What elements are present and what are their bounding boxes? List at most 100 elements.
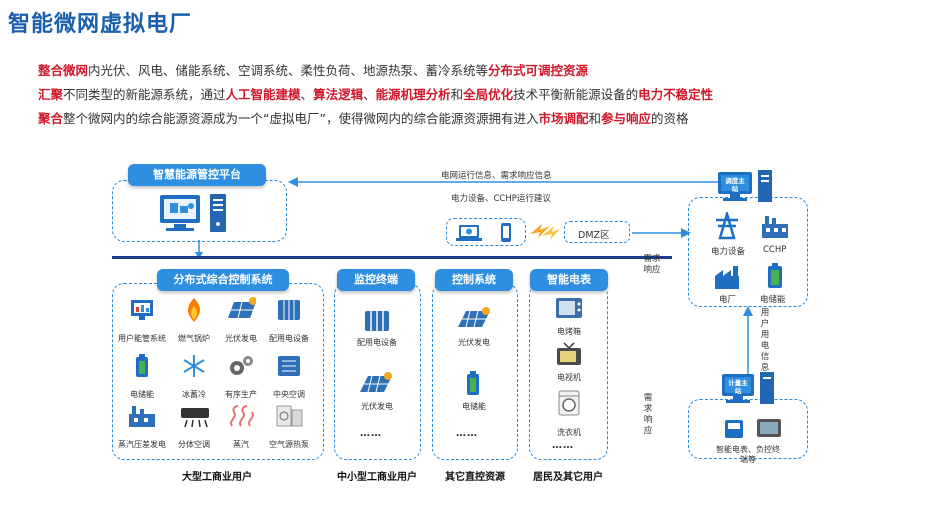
distribution-equipment-icon [365, 311, 389, 331]
distributed-item: 配用电设备 [269, 334, 309, 343]
gears-icon [230, 356, 253, 375]
intro-segment: 参与响应 [601, 111, 652, 126]
heat-pump-icon [276, 405, 303, 427]
demand-response-bottom-label: 需求响应 [643, 393, 653, 436]
power-plant-icon [715, 266, 739, 289]
dispatch-station-label: 调度主站 [725, 177, 745, 193]
intro-segment: 、 [300, 87, 314, 102]
meter-item-2: 洗衣机 [557, 428, 581, 437]
intro-segment: 不同类型的新能源系统，通过 [63, 87, 226, 102]
demand-response-top-label: 需求响应 [643, 254, 661, 275]
metering-station-label: 计量主站 [728, 379, 748, 395]
solar-panel-icon [458, 307, 490, 328]
platform-label: 智慧能源管控平台 [128, 164, 266, 186]
metering-box [688, 399, 808, 459]
meter-dots: …… [552, 440, 574, 451]
dispatch-item-2: 电厂 [719, 295, 737, 305]
distributed-item: 有序生产 [225, 390, 257, 399]
intro-segment: 技术平衡新能源设备的 [513, 87, 639, 102]
control-item-1: 电储能 [462, 402, 486, 411]
metering-caption: 智能电表、负控终端等 [716, 445, 780, 464]
intro-line-3: 聚合整个微网内的综合能源资源成为一个“虚拟电厂”，使得微网内的综合能源资源拥有进… [38, 108, 689, 127]
meter-footer: 居民及其它用户 [533, 472, 603, 483]
dispatch-item-0: 电力设备 [711, 247, 746, 257]
dmz-box [564, 221, 630, 243]
distributed-item: 空气源热泵 [269, 440, 309, 449]
battery-icon [467, 371, 479, 395]
meter-item-0: 电烤箱 [557, 327, 581, 336]
distributed-item: 蒸汽 [233, 440, 249, 449]
intro-segment: 分布式可调控资源 [488, 63, 589, 78]
grid-info-label: 电网运行信息、需求响应信息 [441, 171, 552, 181]
flame-icon [187, 298, 201, 322]
monitor-footer: 中小型工商业用户 [337, 472, 417, 483]
monitor-icon [131, 300, 153, 320]
intro-segment: 、 [363, 87, 376, 102]
smart-meter-icon [725, 419, 781, 438]
control-footer: 其它直控资源 [445, 472, 505, 483]
lightning-icon [530, 224, 560, 240]
tv-icon [557, 342, 581, 365]
dispatch-station-icon [718, 170, 772, 202]
intro-segment: 聚合 [38, 111, 64, 126]
distributed-header: 分布式综合控制系统 [157, 269, 289, 291]
intro-segment: 能源机理分析 [375, 87, 451, 102]
distributed-item: 光伏发电 [225, 334, 257, 343]
solar-panel-icon [360, 372, 392, 393]
terminal-box [446, 218, 526, 246]
distribution-equipment-icon [278, 300, 300, 320]
steam-icon [230, 405, 254, 427]
intro-segment: 全局优化 [463, 87, 514, 102]
dispatch-item-3: 电储能 [760, 295, 786, 305]
metering-station-icon [722, 372, 774, 404]
control-item-0: 光伏发电 [458, 338, 490, 347]
page-title: 智能微网虚拟电厂 [8, 12, 193, 37]
distributed-footer: 大型工商业用户 [182, 472, 252, 483]
monitor-header: 监控终端 [337, 269, 415, 291]
intro-line-1: 整合微网内光伏、风电、储能系统、空调系统、柔性负荷、地源热泵、蓄冷系统等分布式可… [38, 60, 588, 79]
meter-item-1: 电视机 [557, 373, 581, 382]
meter-header: 智能电表 [530, 269, 608, 291]
washing-machine-icon [558, 390, 580, 416]
laptop-phone-icon [456, 223, 511, 242]
user-power-info-label: 用户用电信息 [760, 308, 770, 373]
distributed-item: 蒸汽压差发电 [118, 440, 166, 449]
distributed-item: 中央空调 [273, 390, 305, 399]
intro-segment: 人工智能建模 [225, 87, 301, 102]
oven-icon [556, 298, 582, 318]
battery-icon [136, 354, 148, 377]
factory-icon [129, 406, 155, 427]
intro-segment: 汇聚 [38, 87, 64, 102]
dispatch-item-1: CCHP [763, 245, 787, 255]
distributed-item: 分体空调 [178, 440, 210, 449]
intro-segment: 整合微网 [38, 63, 89, 78]
intro-segment: 内光伏、风电、储能系统、空调系统、柔性负荷、地源热泵、蓄冷系统等 [88, 63, 489, 78]
intro-segment: 电力不稳定性 [638, 87, 714, 102]
distributed-item: 电储能 [130, 390, 154, 399]
control-header: 控制系统 [435, 269, 513, 291]
intro-segment: 和 [450, 87, 464, 102]
intro-segment: 算法逻辑 [313, 87, 364, 102]
intro-segment: 和 [588, 111, 602, 126]
dmz-label: DMZ区 [578, 230, 610, 241]
main-bus-line [112, 256, 672, 259]
split-ac-icon [181, 408, 209, 428]
platform-down-arrow [195, 240, 203, 259]
control-dots: …… [456, 428, 478, 439]
air-conditioner-icon [278, 356, 300, 376]
monitor-dots: …… [360, 428, 382, 439]
intro-segment: 市场调配 [538, 111, 589, 126]
distributed-item: 燃气锅炉 [178, 334, 210, 343]
power-equipment-label: 电力设备、CCHP运行建议 [451, 194, 551, 204]
distributed-item: 用户能管系统 [118, 334, 166, 343]
monitor-item-1: 光伏发电 [361, 402, 393, 411]
intro-line-2: 汇聚不同类型的新能源系统，通过人工智能建模、算法逻辑、能源机理分析和全局优化技术… [38, 84, 713, 103]
monitor-item-0: 配用电设备 [357, 338, 397, 347]
battery-icon [768, 263, 782, 288]
solar-panel-icon [228, 297, 256, 319]
dispatch-box [688, 197, 808, 307]
power-tower-icon [716, 212, 738, 240]
distributed-item: 冰蓄冷 [182, 390, 206, 399]
platform-computer-icon [160, 194, 226, 232]
intro-segment: 的资格 [651, 111, 689, 126]
